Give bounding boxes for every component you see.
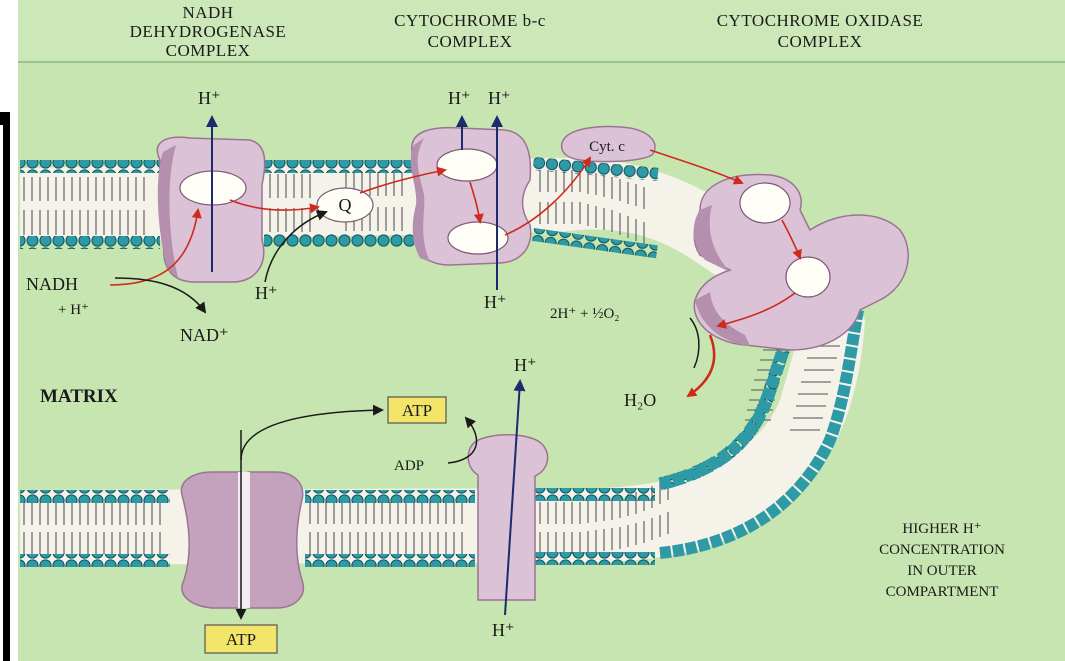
label-atp-top: ATP [402,401,432,420]
label-oxygen-reaction: 2H⁺ + ½O₂ [550,306,620,322]
oxidase-site-top [740,183,790,223]
label-h-plus-bc-left: H⁺ [448,88,471,108]
channel-protein [181,472,303,608]
outer-note-line1: HIGHER H⁺ [902,521,981,537]
outer-note-line4: COMPARTMENT [886,584,999,600]
label-cyt-c: Cyt. c [589,139,625,155]
lower-heads-bottom-c [535,552,655,565]
outer-note-line2: CONCENTRATION [879,542,1005,558]
header-bc-line2: COMPLEX [428,32,513,51]
label-adp: ADP [394,458,424,474]
channel-protein-right [248,472,303,608]
lower-heads-top-c [535,488,655,501]
upper-heads-bottom-b [264,234,414,247]
label-h-plus-bc-right: H⁺ [488,88,511,108]
left-edge-tab [0,112,10,125]
channel-protein-pore [238,472,250,608]
label-h-plus-atp-top: H⁺ [514,355,537,375]
bc-complex-site-top [437,149,497,181]
label-water: H₂O [624,390,656,410]
lower-heads-top-a [20,490,170,503]
label-nadh-plus: + H⁺ [58,302,89,318]
header-oxidase-line2: COMPLEX [778,32,863,51]
upper-heads-bottom-a [20,236,160,249]
label-h-plus-q: H⁺ [255,283,278,303]
lower-heads-bottom-b [305,554,475,567]
cytochrome-bc-complex [411,128,531,265]
header-nadh-line1: NADH [182,3,233,22]
label-h-plus-atp-bottom: H⁺ [492,620,515,640]
label-q: Q [339,195,352,215]
label-matrix: MATRIX [40,386,118,407]
header-bc-line1: CYTOCHROME b-c [394,11,546,30]
outer-note-line3: IN OUTER [907,563,977,579]
upper-heads-top-b [264,160,414,173]
header-nadh-line2: DEHYDROGENASE [130,22,287,41]
label-atp-bottom: ATP [226,630,256,649]
lower-heads-top-b [305,490,475,503]
lower-heads-bottom-a [20,554,170,567]
oxidase-site-bottom [786,257,830,297]
header-nadh-line3: COMPLEX [166,41,251,60]
bc-complex-site-bottom [448,222,508,254]
left-edge-bar [3,118,10,661]
header-oxidase-line1: CYTOCHROME OXIDASE [717,11,924,30]
channel-protein-left [181,472,240,608]
label-h-plus-bc-bottom: H⁺ [484,292,507,312]
label-h-plus-nadh: H⁺ [198,88,221,108]
label-nadh: NADH [26,274,78,294]
label-nad-plus: NAD⁺ [180,325,229,345]
upper-heads-top-a [20,160,160,173]
